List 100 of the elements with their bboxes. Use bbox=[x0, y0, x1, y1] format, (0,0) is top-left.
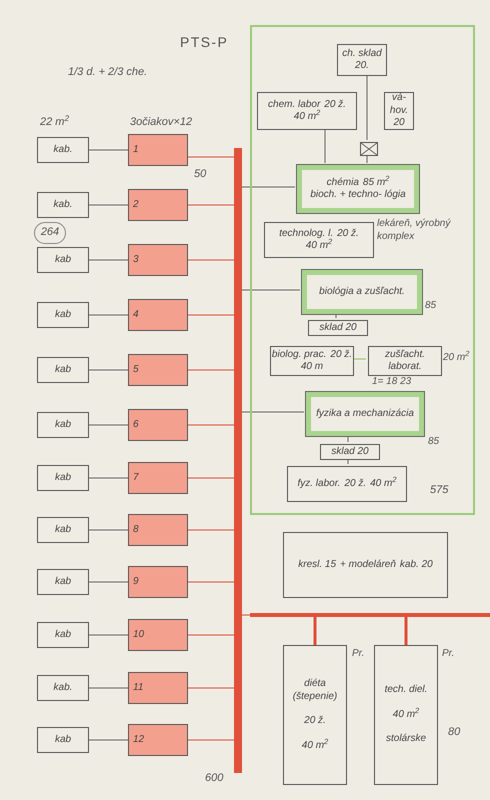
room-label: kab bbox=[54, 254, 72, 266]
connector-line bbox=[188, 314, 234, 316]
room-label: 8 bbox=[133, 524, 139, 536]
room-label: 6 bbox=[133, 418, 139, 432]
room-label: kab bbox=[54, 418, 72, 432]
classroom-box bbox=[128, 409, 188, 441]
room-box bbox=[37, 192, 89, 218]
room-box bbox=[37, 675, 89, 701]
classroom-box bbox=[128, 672, 188, 704]
room-label: zušľacht. laborat. bbox=[384, 348, 426, 374]
crossed-box bbox=[360, 142, 378, 156]
room-box bbox=[302, 270, 422, 314]
room-label: 2 bbox=[133, 198, 139, 212]
room-label: 40 m$^{2}$ bbox=[370, 478, 397, 490]
classroom-box bbox=[128, 619, 188, 651]
connector-line bbox=[88, 314, 128, 316]
room-box bbox=[37, 517, 89, 543]
zone-outline bbox=[250, 25, 475, 515]
room-label: kab. bbox=[54, 198, 72, 212]
room-label: 3 bbox=[133, 254, 139, 266]
connector-line bbox=[188, 424, 234, 426]
room-label: kab bbox=[54, 524, 72, 536]
room-label: tech. diel. bbox=[384, 684, 428, 697]
room-box bbox=[37, 569, 89, 595]
room-box bbox=[264, 222, 374, 258]
corridor-bar bbox=[234, 148, 242, 773]
note-text: 3očiakov×12 bbox=[130, 116, 192, 130]
room-box bbox=[270, 346, 354, 376]
room-box bbox=[320, 444, 380, 460]
room-label: 10 bbox=[133, 628, 144, 642]
room-box bbox=[283, 645, 347, 785]
room-label: 1 bbox=[133, 144, 139, 156]
room-label: technolog. l. bbox=[279, 228, 334, 238]
connector-line bbox=[188, 156, 234, 158]
room-label: vá- hov. 20 bbox=[388, 92, 410, 130]
room-label: chémia bbox=[326, 176, 359, 189]
room-label: biolog. prac. bbox=[272, 348, 326, 361]
room-box bbox=[297, 165, 419, 213]
room-label: 40 m bbox=[300, 361, 324, 374]
room-box bbox=[306, 392, 424, 436]
room-label: kab bbox=[54, 734, 72, 746]
note-text: 1/3 d. + 2/3 che. bbox=[68, 66, 148, 80]
connector-line bbox=[314, 617, 316, 645]
room-box bbox=[283, 532, 448, 598]
note-text: 80 bbox=[448, 726, 460, 740]
room-label: sklad 20 bbox=[331, 446, 369, 458]
room-label: kab bbox=[54, 576, 72, 588]
circled-number: 264 bbox=[34, 222, 66, 244]
classroom-box bbox=[128, 724, 188, 756]
room-label: 20 ž. bbox=[330, 348, 352, 361]
connector-line bbox=[188, 204, 234, 206]
classroom-box bbox=[128, 462, 188, 494]
note-text: 22 m$^{2}$ bbox=[40, 116, 70, 130]
title: PTS-P bbox=[180, 33, 228, 52]
note-text: 600 bbox=[205, 772, 224, 786]
connector-line bbox=[188, 634, 234, 636]
connector-line bbox=[242, 186, 296, 188]
note-text: 1= 18 23 bbox=[372, 376, 412, 388]
classroom-box bbox=[128, 514, 188, 546]
room-label: + modeláreň bbox=[340, 558, 396, 572]
room-label: 9 bbox=[133, 576, 139, 588]
room-label: 20 ž. bbox=[337, 228, 359, 240]
room-box bbox=[37, 727, 89, 753]
connector-line bbox=[88, 634, 128, 636]
room-box bbox=[384, 92, 414, 130]
room-label: ch. sklad 20. bbox=[341, 48, 383, 72]
connector-line bbox=[242, 614, 250, 616]
note-text: lekáreň, výrobný komplex bbox=[377, 218, 452, 243]
room-label: kab bbox=[54, 628, 72, 642]
classroom-box bbox=[128, 299, 188, 331]
note-text: 20 m$^{2}$ bbox=[443, 352, 470, 364]
room-label: 20 ž. bbox=[324, 98, 346, 111]
room-label: biológia a zušľacht. bbox=[319, 286, 405, 298]
room-label: 7 bbox=[133, 472, 139, 484]
room-box bbox=[37, 357, 89, 383]
note-text: 50 bbox=[194, 168, 206, 182]
room-label: 85 m$^{2}$ bbox=[362, 176, 390, 189]
note-text: Pr. bbox=[352, 648, 366, 660]
room-label: bioch. + techno- lógia bbox=[310, 189, 406, 202]
room-label: kab. bbox=[54, 682, 72, 694]
connector-line bbox=[324, 128, 326, 164]
classroom-box bbox=[128, 354, 188, 386]
corridor-bar bbox=[250, 613, 490, 617]
connector-line bbox=[88, 204, 128, 206]
classroom-box bbox=[128, 566, 188, 598]
room-box bbox=[374, 645, 438, 785]
classroom-box bbox=[128, 134, 188, 166]
room-label: stolárske bbox=[384, 733, 427, 746]
connector-line bbox=[366, 74, 368, 140]
room-label: fyz. labor. bbox=[297, 478, 340, 490]
room-box bbox=[308, 320, 368, 336]
room-box bbox=[37, 137, 89, 163]
room-label: kab bbox=[54, 364, 72, 376]
room-label: 20 ž. bbox=[344, 478, 366, 490]
note-text: 575 bbox=[430, 484, 448, 498]
room-label: 40 m$^{2}$ bbox=[294, 111, 320, 124]
room-label: 40 m$^{2}$ bbox=[300, 740, 330, 752]
room-box bbox=[37, 622, 89, 648]
room-label: kab. bbox=[54, 144, 72, 156]
room-label: kab bbox=[54, 472, 72, 484]
